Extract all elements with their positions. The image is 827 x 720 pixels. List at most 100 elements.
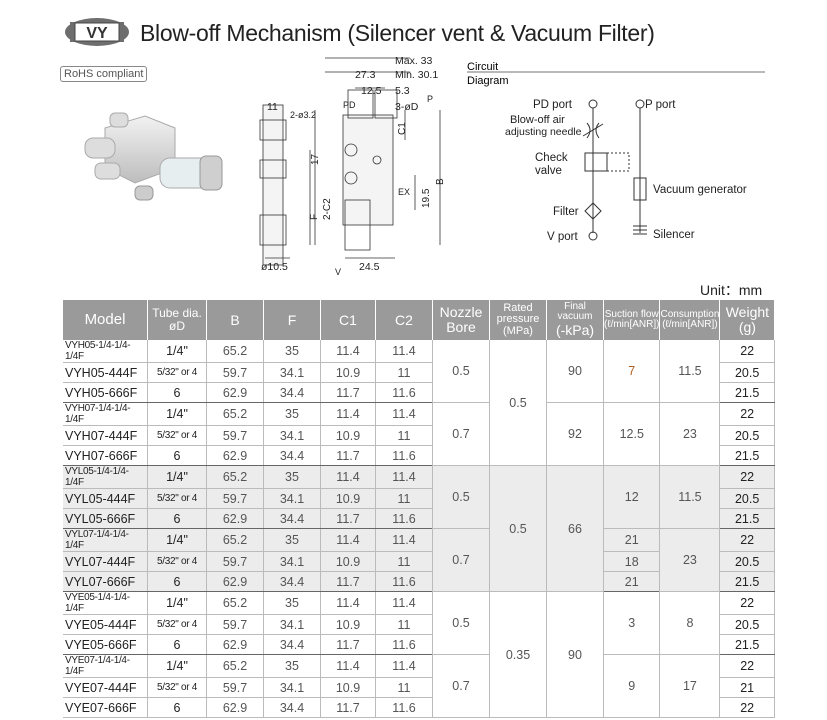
label-check-1: Check bbox=[535, 152, 568, 164]
table-cell: 1/4" bbox=[147, 528, 207, 552]
table-cell: 5/32" or 4 bbox=[147, 551, 207, 572]
table-cell: VYH05-444F bbox=[63, 362, 148, 383]
label-blowoff-1: Blow-off air bbox=[510, 114, 565, 126]
table-cell: 20.5 bbox=[719, 425, 775, 446]
table-cell: VYH05-666F bbox=[63, 382, 148, 403]
table-cell: 65.2 bbox=[206, 591, 264, 615]
dimension-drawing: Max. 33 27.3 Min. 30.1 12.5 5.3 11 2-ø3.… bbox=[259, 55, 446, 277]
table-cell: 34.4 bbox=[263, 697, 321, 718]
table-cell: 11 bbox=[375, 614, 433, 635]
dim-max33: Max. 33 bbox=[395, 55, 433, 67]
table-cell: 62.9 bbox=[206, 382, 264, 403]
label-vacuum-generator: Vacuum generator bbox=[653, 184, 747, 196]
table-cell: 11.4 bbox=[375, 591, 433, 615]
table-cell: 12.5 bbox=[603, 402, 661, 466]
table-cell: 22 bbox=[719, 528, 775, 552]
table-cell: 1/4" bbox=[147, 340, 207, 363]
table-cell: 20.5 bbox=[719, 551, 775, 572]
label-filter: Filter bbox=[553, 206, 579, 218]
table-cell: VYL05-1/4-1/4-1/4F bbox=[63, 465, 148, 489]
table-cell: 20.5 bbox=[719, 488, 775, 509]
dim-17: 17 bbox=[310, 153, 321, 165]
table-cell: 11 bbox=[375, 488, 433, 509]
table-cell: 11.7 bbox=[320, 445, 376, 466]
unit-label: Unit：mm bbox=[700, 282, 763, 298]
table-cell: 11.7 bbox=[320, 571, 376, 592]
table-cell: 34.1 bbox=[263, 677, 321, 698]
table-cell: 22 bbox=[719, 402, 775, 426]
table-cell: 5/32" or 4 bbox=[147, 614, 207, 635]
table-cell: VYE07-1/4-1/4-1/4F bbox=[63, 654, 148, 678]
badge-text: VY bbox=[86, 25, 108, 42]
table-cell: 35 bbox=[263, 591, 321, 615]
table-cell: 34.4 bbox=[263, 445, 321, 466]
table-cell: 11.7 bbox=[320, 508, 376, 529]
table-cell: 6 bbox=[147, 508, 207, 529]
table-cell: 21.5 bbox=[719, 571, 775, 592]
table-cell: 11 bbox=[375, 425, 433, 446]
table-cell: 59.7 bbox=[206, 677, 264, 698]
table-cell: 5/32" or 4 bbox=[147, 362, 207, 383]
table-cell: 5/32" or 4 bbox=[147, 677, 207, 698]
table-cell: 0.5 bbox=[489, 465, 547, 592]
page-title: Blow-off Mechanism (Silencer vent & Vacu… bbox=[140, 20, 655, 46]
dim-19-5: 19.5 bbox=[421, 188, 432, 208]
col-weight: Weight(g) bbox=[719, 300, 775, 340]
product-photo bbox=[84, 112, 223, 201]
dim-min30-1: Min. 30.1 bbox=[395, 69, 438, 81]
table-cell: 11.4 bbox=[320, 591, 376, 615]
label-v-port: V port bbox=[547, 231, 578, 243]
table-cell: VYH07-666F bbox=[63, 445, 148, 466]
table-cell: 11.4 bbox=[320, 340, 376, 363]
dim-3-d: 3-øD bbox=[395, 101, 419, 113]
table-cell: 11.4 bbox=[320, 465, 376, 489]
table-cell: 18 bbox=[603, 551, 661, 572]
col-c2: C2 bbox=[375, 300, 433, 340]
table-cell: VYL07-444F bbox=[63, 551, 148, 572]
table-cell: 0.7 bbox=[432, 528, 490, 592]
table-cell: 10.9 bbox=[320, 425, 376, 446]
table-cell: 0.5 bbox=[432, 591, 490, 655]
table-cell: 1/4" bbox=[147, 402, 207, 426]
table-cell: 34.4 bbox=[263, 571, 321, 592]
circuit-diagram: Circuit Diagram PD port P port Blow-off … bbox=[467, 61, 765, 243]
table-cell: 8 bbox=[659, 591, 721, 655]
table-cell: 0.5 bbox=[489, 340, 547, 466]
table-cell: 35 bbox=[263, 654, 321, 678]
table-cell: 10.9 bbox=[320, 614, 376, 635]
table-cell: 11 bbox=[375, 551, 433, 572]
table-cell: 62.9 bbox=[206, 634, 264, 655]
table-cell: 59.7 bbox=[206, 425, 264, 446]
table-cell: 22 bbox=[719, 697, 775, 718]
dim-2-d3-2: 2-ø3.2 bbox=[290, 110, 316, 120]
table-cell: 34.1 bbox=[263, 362, 321, 383]
table-cell: 20.5 bbox=[719, 362, 775, 383]
dim-5-3: 5.3 bbox=[395, 85, 410, 97]
table-cell: VYL05-666F bbox=[63, 508, 148, 529]
dim-b: B bbox=[435, 178, 446, 185]
table-cell: 21.5 bbox=[719, 508, 775, 529]
col-consumption: Consumption(ℓ/min[ANR]) bbox=[659, 300, 721, 340]
table-cell: 90 bbox=[546, 591, 604, 718]
table-cell: 11.4 bbox=[375, 340, 433, 363]
label-ex: EX bbox=[398, 187, 410, 197]
table-cell: 1/4" bbox=[147, 591, 207, 615]
table-cell: VYL05-444F bbox=[63, 488, 148, 509]
table-cell: 0.7 bbox=[432, 402, 490, 466]
table-cell: 34.1 bbox=[263, 425, 321, 446]
table-cell: 11.4 bbox=[375, 465, 433, 489]
circuit-title-2: Diagram bbox=[467, 75, 509, 87]
table-cell: 10.9 bbox=[320, 362, 376, 383]
table-cell: 22 bbox=[719, 465, 775, 489]
label-pd-port: PD port bbox=[533, 99, 573, 111]
rohs-badge: RoHS compliant bbox=[60, 66, 148, 82]
